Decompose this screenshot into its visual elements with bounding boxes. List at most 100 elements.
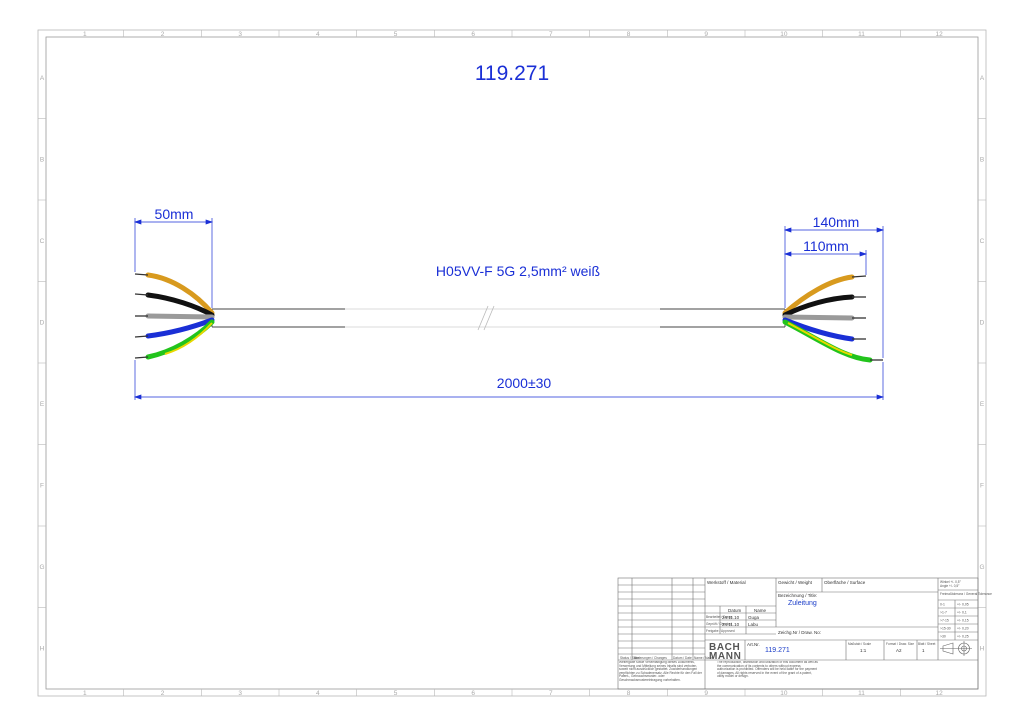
frame-column-label-bottom: 1 [83,690,87,697]
wire-right-brown-strip [851,275,867,278]
frame-column-label-top: 4 [316,31,320,38]
tolerance-value: +/- 0,15 [957,619,969,623]
frame-column-label-top: 12 [936,31,944,38]
frame-column-label-bottom: 4 [316,690,320,697]
frame-row-label-right: A [980,75,985,82]
frame-column-label-top: 7 [549,31,553,38]
legal-note-english: The reproduction, distribution and utili… [717,661,818,678]
frame-column-label-top: 3 [238,31,242,38]
tolerance-range: >15-30 [940,627,951,631]
left-wire-fanout [134,272,215,360]
frame-column-label-bottom: 11 [858,690,865,697]
checked-date: 24.11.10 [722,622,740,627]
frame-column-label-bottom: 6 [471,690,475,697]
date-small-header: Datum / Date [673,656,692,660]
angle-tolerance-en: Angle +/- 0,5° [940,584,960,588]
dimension-left-strip [133,218,214,308]
frame-row-label-left: F [40,482,44,489]
frame-column-label-bottom: 5 [394,690,398,697]
title-label: Bezeichnung / Title: [778,593,817,598]
frame-row-label-left: H [40,645,45,652]
company-logo-line2: MANN [709,651,741,662]
frame-column-label-bottom: 3 [238,690,242,697]
drawn-name: Guga [748,615,760,620]
dimension-right-inner [783,250,868,275]
wire-right-green-yellow-stripe [787,322,853,356]
dimension-right-outer [783,226,885,358]
wire-left-black [145,292,215,318]
general-tolerance-header: Freimaßtoleranz / General Tolerance [940,592,992,596]
frame-row-label-right: G [979,564,984,571]
name-small-header: Name / Name [694,656,714,660]
tolerance-rows: 0-1+/- 0,05>1-7+/- 0,1>7-15+/- 0,15>15-3… [938,603,978,641]
frame-row-label-right: H [980,645,985,652]
drawn-label: Bearbeitet / Drawn [706,615,733,619]
frame-column-label-top: 9 [704,31,708,38]
frame-column-label-bottom: 9 [704,690,708,697]
cable-jacket [211,305,786,331]
tolerance-range: >30 [940,635,946,639]
wire-left-blue [145,317,215,339]
tolerance-value: +/- 0,05 [957,603,969,607]
frame-row-label-left: G [39,564,44,571]
frame-column-label-bottom: 12 [936,690,944,697]
tolerance-value: +/- 0,20 [957,627,969,631]
wire-left-black-strip [134,293,149,296]
dimension-left-label: 50mm [155,206,194,222]
jacket-middle-faint [345,308,660,328]
revision-table: Status / State Änderungen / Changes Datu… [618,578,978,689]
drawn-date: 24.11.10 [722,615,740,620]
frame-column-label-top: 10 [780,31,788,38]
scale-value: 1:1 [860,648,867,653]
dimension-right-inner-label: 110mm [803,238,849,254]
surface-label: Oberfläche / Surface [824,580,866,585]
weight-label: Gewicht / Weight [778,580,813,585]
projection-symbol-icon [940,641,972,656]
frame-column-label-bottom: 2 [161,690,165,697]
sheet-label: Blatt / Sheet [918,642,935,646]
jacket-break-mark [477,305,495,331]
drawing-frame [37,29,987,697]
wire-right-black [782,294,855,318]
changes-header: Änderungen / Changes [634,656,667,660]
part-number-title: 119.271 [475,62,549,85]
dimension-total-label: 2000±30 [497,375,552,391]
frame-column-label-bottom: 8 [627,690,631,697]
frame-column-label-top: 1 [83,31,87,38]
wire-right-brown [782,274,855,316]
frame-row-label-right: E [980,401,985,408]
checked-label: Geprüft / Checked [706,622,732,626]
frame-row-label-right: F [980,482,984,489]
wire-left-green-yellow-strip [134,356,149,359]
tolerance-range: >1-7 [940,611,947,615]
tolerance-range: 0-1 [940,603,945,607]
frame-row-label-right: C [980,238,985,245]
frame-column-label-top: 11 [858,31,865,38]
art-number-label: Art.Nr. [747,642,760,647]
dimension-total [133,360,885,400]
format-label: Format / Draw. Size [886,642,914,646]
frame-row-label-left: B [40,156,44,163]
legal-note-german: Weitergabe sowie Vervielfältigung dieses… [619,661,702,682]
right-wire-fanout [782,274,883,363]
frame-row-label-left: E [40,401,45,408]
jacket-right-segment [660,308,786,328]
frame-row-label-right: B [980,156,984,163]
frame-column-label-bottom: 7 [549,690,553,697]
wire-right-grey [782,314,855,321]
checked-name: Labu [748,622,759,627]
frame-column-label-top: 5 [394,31,398,38]
frame-row-label-left: A [40,75,45,82]
material-label: Werkstoff / Material [707,580,746,585]
date-header: Datum [728,608,742,613]
name-header: Name [754,608,767,613]
wire-left-grey [145,313,215,320]
cable-specification: H05VV-F 5G 2,5mm² weiß [436,263,600,279]
frame-grid-ticks [38,30,986,696]
format-value: A2 [896,648,902,653]
tolerance-table: Winkel +/- 0,5° Angle +/- 0,5° Freimaßto… [938,580,992,640]
tolerance-range: >7-15 [940,619,949,623]
frame-column-label-top: 2 [161,31,165,38]
